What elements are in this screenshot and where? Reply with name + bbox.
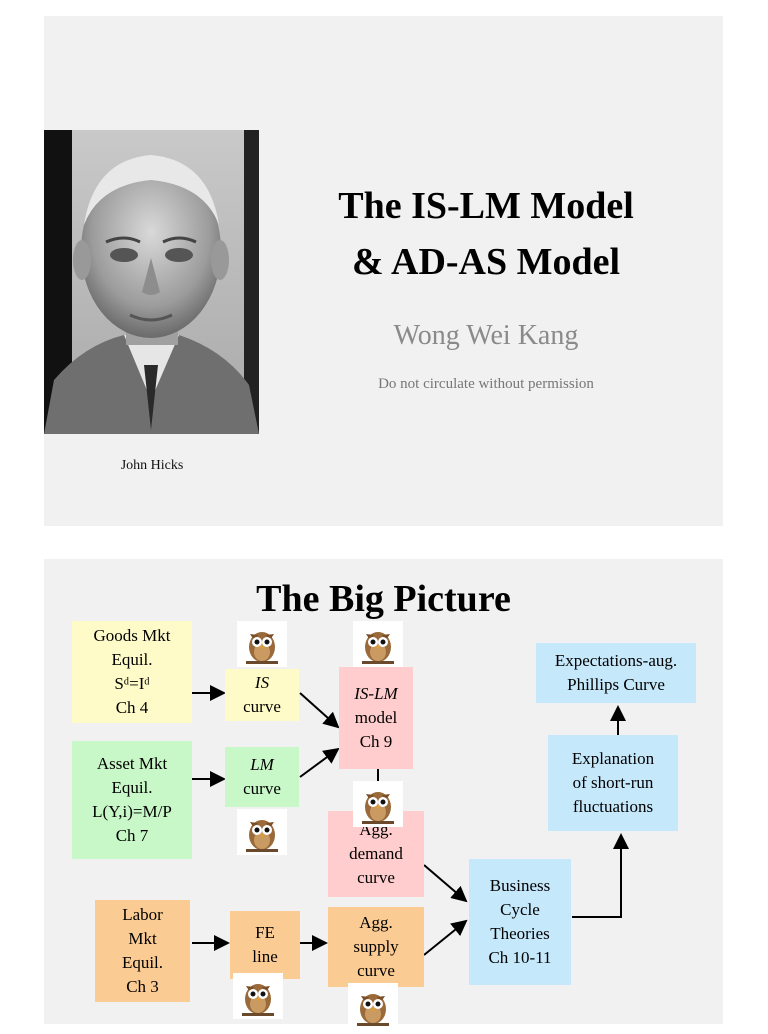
box-line: curve [357, 961, 395, 980]
box-line: Ch 3 [126, 977, 159, 996]
box-line: L(Y,i)=M/P [92, 802, 172, 821]
box-line: Equil. [111, 650, 153, 669]
box-line: Cycle [500, 900, 540, 919]
box-line: line [252, 947, 278, 966]
box-line: of short-run [572, 773, 654, 792]
aggregate-supply-box: Agg. supply curve [328, 907, 424, 987]
box-line: model [354, 708, 398, 727]
owl-icon [237, 621, 287, 667]
box-line: Labor [122, 905, 163, 924]
is-curve-box: IS curve [225, 669, 299, 721]
title-slide: John Hicks The IS-LM Model & AD-AS Model… [44, 16, 723, 526]
owl-icon [237, 809, 287, 855]
box-line: Asset Mkt [96, 754, 168, 773]
owl-icon [348, 983, 398, 1029]
labor-market-box: Labor Mkt Equil. Ch 3 [95, 900, 190, 1002]
portrait-photo [44, 130, 259, 434]
owl-icon [353, 621, 403, 667]
box-line: curve [243, 779, 281, 798]
box-line: demand [349, 844, 403, 863]
owl-icon [233, 973, 283, 1019]
box-line: Phillips Curve [567, 675, 665, 694]
phillips-curve-box: Expectations-aug. Phillips Curve [536, 643, 696, 703]
box-line: Ch 4 [115, 698, 149, 717]
box-line: IS [254, 673, 270, 692]
arrow-bc-to-explanation [572, 833, 629, 918]
box-line: Expectations-aug. [554, 651, 678, 670]
big-picture-slide: The Big Picture Goods Mkt Equil. Sᵈ=Iᵈ C… [44, 559, 723, 1029]
box-line: Equil. [111, 778, 153, 797]
asset-market-box: Asset Mkt Equil. L(Y,i)=M/P Ch 7 [72, 741, 192, 859]
slide-title-line2: & AD-AS Model [351, 241, 621, 283]
flow-arrows [192, 685, 629, 956]
box-line: Ch 10-11 [488, 948, 552, 967]
box-line: LM [250, 755, 274, 774]
fe-line-box: FE line [230, 911, 300, 979]
author-name: Wong Wei Kang [393, 320, 579, 351]
box-line: Mkt [128, 929, 157, 948]
slide-title: The Big Picture [256, 578, 511, 620]
arrow-ad-to-bc [423, 864, 468, 903]
lm-curve-box: LM curve [225, 747, 299, 807]
box-line: curve [243, 697, 281, 716]
box-line: Theories [490, 924, 550, 943]
islm-model-box: IS-LM model Ch 9 [339, 667, 413, 769]
goods-market-box: Goods Mkt Equil. Sᵈ=Iᵈ Ch 4 [72, 621, 192, 723]
box-line: curve [357, 868, 395, 887]
circulation-notice: Do not circulate without permission [378, 376, 594, 392]
box-line: supply [353, 937, 399, 956]
arrow-lm-to-islm [299, 747, 340, 778]
box-line: Business [489, 876, 551, 895]
slide-title: The IS-LM Model & AD-AS Model [266, 178, 706, 290]
portrait-image [44, 130, 259, 434]
slide-title-line1: The IS-LM Model [338, 185, 634, 227]
portrait-caption: John Hicks [120, 458, 184, 473]
box-line: Equil. [121, 953, 164, 972]
box-line: Sᵈ=Iᵈ [114, 674, 150, 693]
arrow-as-to-bc [423, 919, 468, 956]
box-line: Ch 7 [115, 826, 149, 845]
box-line: Explanation [571, 749, 655, 768]
box-line: Agg. [359, 913, 393, 932]
box-line: Ch 9 [359, 732, 393, 751]
owl-icon [353, 781, 403, 827]
box-line: fluctuations [572, 797, 654, 816]
box-line: IS-LM [354, 684, 398, 703]
business-cycle-box: Business Cycle Theories Ch 10-11 [469, 859, 571, 985]
box-line: Goods Mkt [93, 626, 171, 645]
arrow-is-to-islm [299, 692, 340, 729]
box-line: FE [255, 923, 275, 942]
explanation-box: Explanation of short-run fluctuations [548, 735, 678, 831]
